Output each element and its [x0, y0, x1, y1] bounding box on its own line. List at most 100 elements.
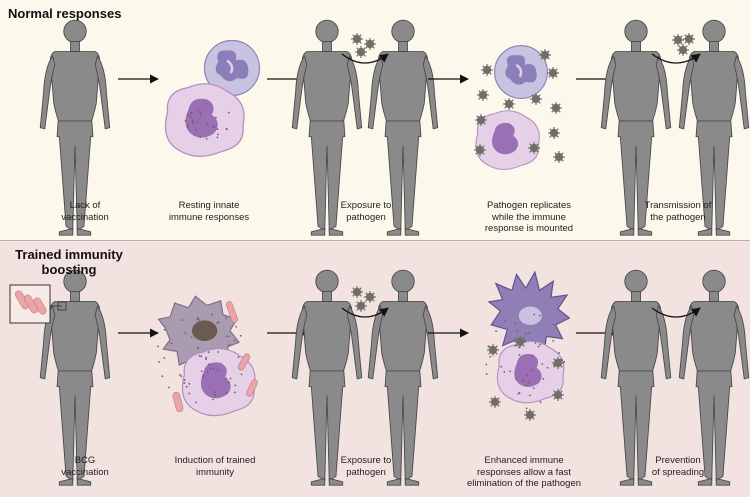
cytokine-dot: [537, 345, 540, 348]
virus-icon: [513, 335, 527, 349]
cytokine-dot: [541, 363, 544, 365]
virus-icon: [363, 290, 377, 304]
cytokine-dot: [216, 369, 219, 371]
cytokine-dot: [167, 386, 170, 389]
curved-arrow-icon: [651, 53, 701, 64]
cytokine-dot: [206, 371, 209, 373]
activated-macrophage-icon: [488, 271, 570, 354]
virus-icon: [480, 63, 494, 77]
virus-icon: [350, 32, 364, 46]
virus-icon: [476, 88, 490, 102]
cytokine-dot: [163, 357, 166, 359]
cytokine-dot: [178, 374, 181, 376]
caption-exposure-trained: Exposure to pathogen: [340, 455, 392, 478]
cytokine-dot: [521, 379, 524, 382]
cytokine-dot: [485, 363, 488, 366]
cytokine-dot: [225, 392, 228, 394]
cytokine-dot: [200, 370, 203, 373]
cytokine-dot: [209, 368, 212, 371]
cytokine-dot: [534, 341, 537, 344]
cytokine-dot: [163, 328, 166, 331]
cytokine-dot: [226, 128, 228, 131]
cytokine-dot: [518, 354, 521, 356]
cytokine-dot: [157, 345, 159, 348]
cytokine-dot: [214, 393, 217, 396]
caption-prevention: Prevention of spreading: [651, 455, 705, 478]
cytokine-dot: [532, 387, 535, 389]
virus-icon: [363, 37, 377, 51]
cytokine-dot: [187, 126, 190, 129]
cytokine-dot: [516, 329, 519, 332]
cytokine-dot: [529, 394, 531, 397]
cytokine-dot: [233, 339, 236, 342]
cytokine-dot: [527, 381, 530, 384]
cytokine-dot: [183, 382, 186, 384]
virus-icon: [527, 141, 541, 155]
cytokine-dot: [228, 343, 231, 346]
cytokine-dot: [495, 330, 497, 333]
cytokine-dot: [217, 133, 219, 136]
cytokine-dot: [538, 314, 541, 317]
cytokine-dot: [192, 122, 195, 125]
cytokine-dot: [525, 407, 528, 410]
caption-lack-of-vaccination: Lack of vaccination: [61, 200, 109, 223]
cytokine-dot: [184, 120, 187, 122]
cytokine-dot: [539, 343, 542, 346]
virus-icon: [549, 101, 563, 115]
cytokine-dot: [213, 125, 216, 128]
cytokine-dot: [196, 318, 199, 321]
bacteria-icon: [225, 301, 239, 323]
curved-arrow-icon: [651, 307, 701, 318]
cytokine-dot: [161, 375, 164, 378]
curved-arrow-icon: [341, 53, 389, 64]
virus-icon: [676, 43, 690, 57]
cytokine-dot: [558, 352, 561, 354]
cytokine-dot: [194, 128, 197, 131]
bacteria-icon: [237, 353, 251, 371]
cytokine-dot: [523, 339, 526, 342]
virus-icon: [671, 33, 685, 47]
bacteria-icon: [172, 391, 184, 413]
cytokine-dot: [197, 109, 200, 112]
cytokine-dot: [527, 332, 530, 335]
cytokine-dot: [489, 355, 492, 358]
cytokine-dot: [200, 114, 202, 117]
cytokine-dot: [184, 332, 187, 335]
cytokine-dot: [525, 384, 528, 387]
caption-enhanced-immune: Enhanced immune responses allow a fast e…: [466, 455, 582, 489]
cytokine-dot: [233, 391, 236, 394]
curved-arrow-icon: [341, 307, 389, 318]
cytokine-dot: [532, 354, 534, 357]
human-figure-icon: [39, 269, 111, 486]
cytokine-dot: [206, 123, 209, 125]
neutrophil-icon: [493, 44, 549, 100]
cytokine-dot: [225, 317, 228, 320]
cytokine-dot: [199, 112, 202, 114]
bacteria-icon: [33, 297, 47, 315]
panel-divider: [0, 240, 750, 241]
magnifier-icon: [57, 301, 67, 311]
cytokine-dot: [216, 128, 219, 131]
virus-icon: [538, 48, 552, 62]
cytokine-dot: [170, 342, 173, 345]
cytokine-dot: [214, 116, 217, 119]
cytokine-dot: [228, 381, 231, 384]
cytokine-dot: [211, 313, 213, 316]
cytokine-dot: [206, 326, 208, 329]
virus-icon: [551, 356, 565, 370]
cytokine-dot: [225, 377, 227, 380]
human-figure-icon: [291, 269, 363, 486]
cytokine-dot: [239, 334, 242, 337]
cytokine-dot: [515, 377, 517, 380]
cytokine-dot: [191, 120, 194, 123]
cytokine-dot: [514, 344, 516, 347]
virus-icon: [486, 343, 500, 357]
cytokine-dot: [180, 375, 183, 378]
virus-icon: [502, 97, 516, 111]
cytokine-dot: [205, 356, 207, 359]
cytokine-dot: [205, 102, 208, 105]
cytokine-dot: [227, 111, 230, 114]
cytokine-dot: [217, 351, 220, 353]
